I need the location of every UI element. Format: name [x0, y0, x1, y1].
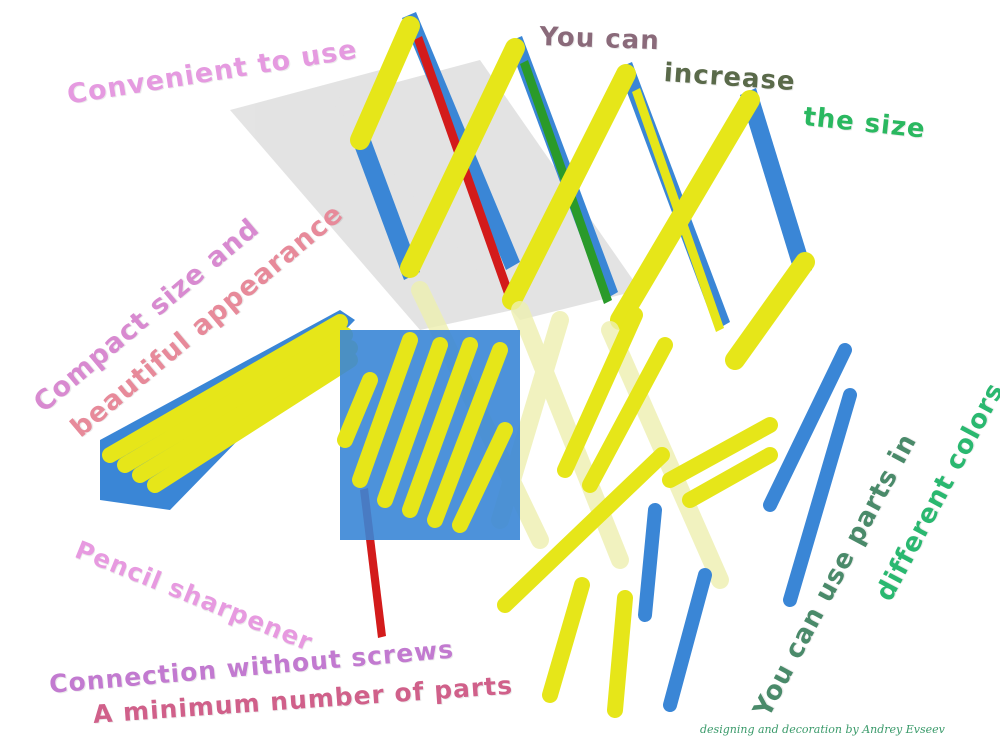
- loose-blue-parts: [638, 343, 857, 712]
- caption-you-can: You can: [538, 22, 661, 57]
- folded-stack: [100, 310, 358, 510]
- compressed-unit: [337, 330, 520, 540]
- signature: designing and decoration by Andrey Evsee…: [700, 723, 945, 736]
- loose-yellow-parts: [497, 307, 778, 718]
- yellow-frame-bars: [350, 16, 815, 370]
